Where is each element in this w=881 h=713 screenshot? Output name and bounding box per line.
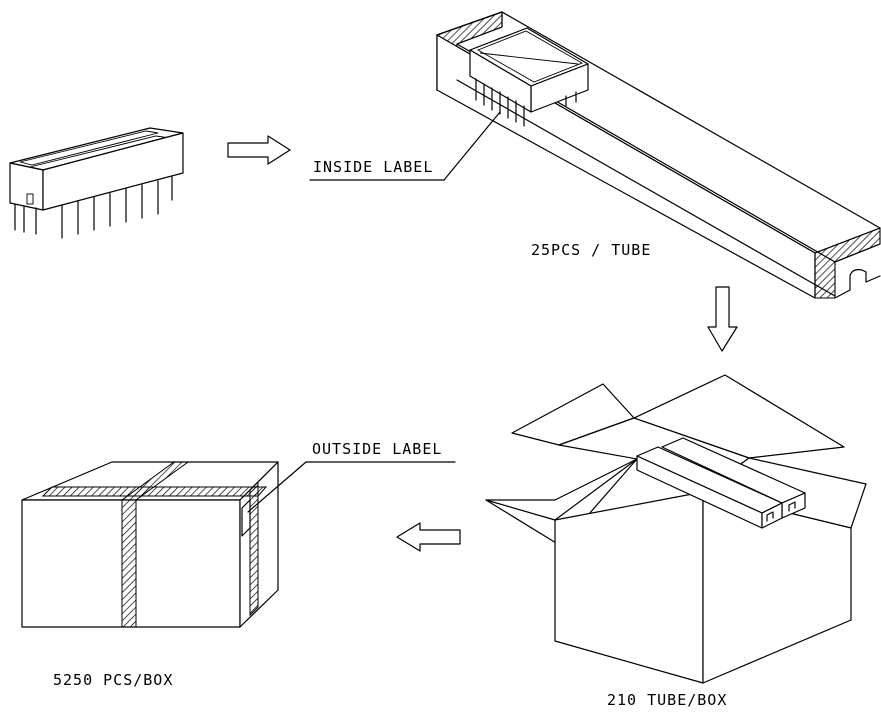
arrow-down-icon [707,286,738,352]
tube-quantity-text: 25PCS / TUBE [531,241,651,259]
box-tubes-text: 210 TUBE/BOX [607,691,727,709]
outside-label-text: OUTSIDE LABEL [312,440,442,458]
closed-carton-illustration [21,461,279,628]
open-carton-illustration [485,374,867,684]
box-pieces-text: 5250 PCS/BOX [53,671,173,689]
arrow-left-icon [396,522,461,552]
led-bar-component [9,127,184,239]
inside-label-text: INSIDE LABEL [313,158,433,176]
inside-label-callout: INSIDE LABEL [309,111,501,181]
tube-illustration [436,11,881,299]
arrow-right-icon [227,135,291,165]
outside-label-callout: OUTSIDE LABEL [247,440,456,513]
